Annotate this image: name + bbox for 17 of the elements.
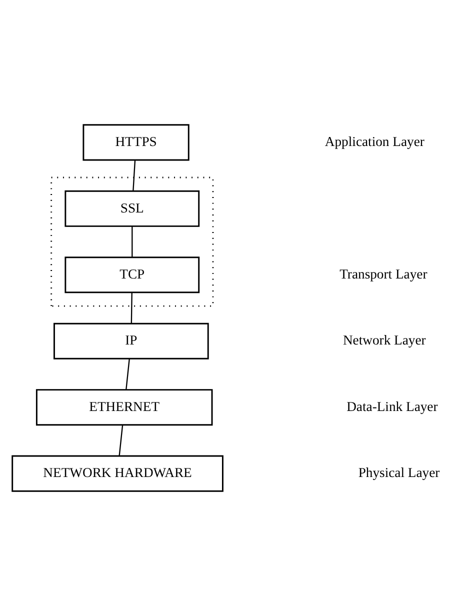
label: Network Layer [342, 332, 426, 348]
cluster [50, 176, 214, 307]
label: Data-Link Layer [346, 398, 438, 414]
connector [132, 160, 136, 191]
connector [132, 226, 133, 257]
node-box: TCP [64, 256, 200, 294]
node-box: SSL [64, 190, 200, 227]
node-box: IP [54, 322, 209, 360]
label: Transport Layer [340, 266, 428, 282]
connector [126, 358, 130, 390]
connector [130, 292, 132, 324]
connector [118, 425, 124, 456]
node-box: HTTPS [82, 124, 190, 161]
label: Physical Layer [358, 465, 440, 480]
node-box: ETHERNET [36, 389, 213, 426]
label: Application Layer [324, 134, 424, 150]
node-box: NETWORK HARDWARE [12, 455, 224, 492]
